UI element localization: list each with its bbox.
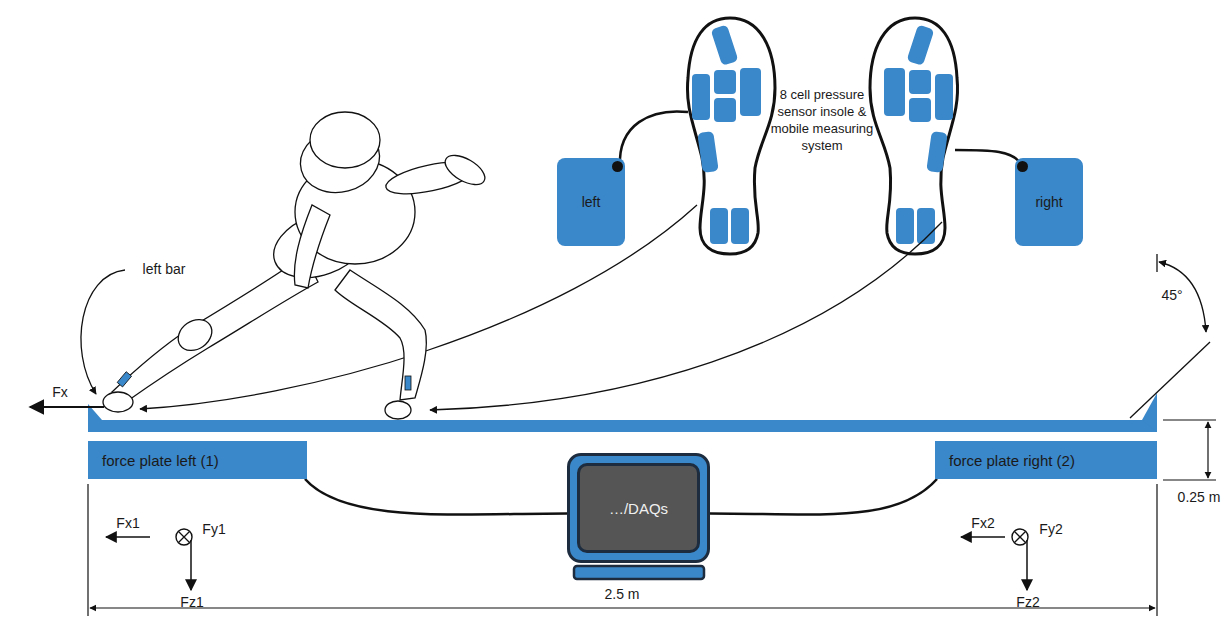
monitor-screen: …/DAQs (577, 463, 700, 553)
annotation-label: Fz1 (180, 594, 203, 611)
cable (305, 479, 567, 515)
drawing-line (1026, 540, 1028, 590)
drawing-path (294, 205, 330, 288)
drawing-line (87, 484, 88, 616)
drawing-line (90, 607, 1155, 608)
drawing-rect (405, 376, 411, 390)
annotation-label: Fx2 (971, 515, 994, 532)
drawing-line (1163, 479, 1216, 480)
node-label: …/DAQs (609, 500, 668, 517)
annotation-label: 45° (1161, 287, 1182, 304)
drawing-ellipse (172, 313, 218, 357)
annotation-label: 2.5 m (604, 586, 639, 603)
drawing-ellipse (385, 401, 411, 419)
drawing-line (1163, 419, 1216, 420)
drawing-line (1156, 484, 1157, 616)
annotation-label: 0.25 m (1178, 489, 1221, 506)
node-label: right (1035, 194, 1062, 210)
force-plate-box: force plate right (2) (935, 441, 1157, 479)
drawing-ellipse (103, 392, 133, 412)
drawing-rect (117, 372, 131, 387)
connector-dot (1017, 161, 1028, 172)
drawing-line (106, 536, 150, 538)
annotation-label: Fx1 (116, 515, 139, 532)
drawing-path (179, 532, 190, 543)
drawing-path (112, 255, 318, 402)
drawing-rect (88, 420, 1157, 432)
daq-monitor: …/DAQs (567, 453, 710, 563)
drawing-ellipse (440, 149, 489, 190)
annotation-label: Fz2 (1016, 594, 1039, 611)
drawing-g (103, 112, 490, 419)
system-note: 8 cell pressure sensor insole & mobile m… (766, 86, 878, 154)
drawing-path (1159, 262, 1206, 332)
force-plate-box: force plate left (1) (88, 441, 307, 479)
drawing-path (955, 150, 1022, 166)
drawing-line (1130, 342, 1210, 418)
measuring-unit-box: left (557, 158, 625, 246)
drawing-path (1015, 532, 1026, 543)
cable (710, 479, 937, 515)
drawing-path (620, 111, 688, 166)
drawing-use (687, 18, 775, 254)
drawing-use (870, 18, 958, 254)
drawing-ellipse (310, 112, 380, 168)
node-label: left (582, 194, 601, 210)
drawing-line (961, 536, 1005, 538)
node-label: force plate right (2) (949, 452, 1075, 469)
connector-dot (612, 161, 623, 172)
measuring-unit-box: right (1015, 158, 1083, 246)
drawing-line (1207, 422, 1208, 478)
drawing-rect (574, 566, 704, 579)
annotation-label: Fx (52, 384, 68, 401)
drawing-circle (176, 529, 192, 545)
drawing-line (1156, 254, 1157, 272)
annotation-label: left bar (143, 261, 186, 278)
drawing-path (81, 270, 125, 394)
drawing-line (190, 540, 192, 590)
drawing-path (335, 270, 426, 400)
drawing-circle (1012, 529, 1028, 545)
node-label: force plate left (1) (102, 452, 219, 469)
annotation-label: Fy2 (1039, 521, 1062, 538)
annotation-label: Fy1 (202, 521, 225, 538)
drawing-path (430, 222, 942, 410)
drawing-line (30, 406, 104, 408)
